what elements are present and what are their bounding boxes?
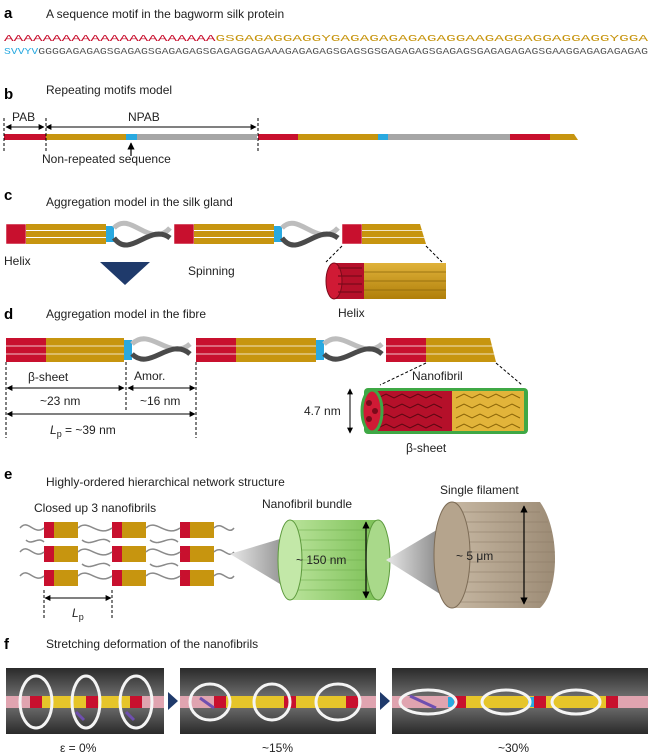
sequence-pab: AAAAAAAAAAAAAAAAAAAAAA — [4, 34, 217, 44]
helix-label-left: Helix — [4, 254, 31, 268]
strain-15-label: ~15% — [262, 741, 293, 755]
d47-label: 4.7 nm — [304, 404, 341, 418]
panel-b-title: Repeating motifs model — [46, 83, 172, 97]
panel-b-label: b — [4, 86, 13, 103]
closed-label: Closed up 3 nanofibrils — [34, 501, 156, 515]
helix-label-right: Helix — [338, 306, 365, 320]
single-filament — [433, 501, 555, 609]
panel-c-label: c — [4, 187, 12, 204]
sequence-spacer: SVVYV — [4, 47, 39, 57]
strain-image-0 — [6, 668, 164, 734]
d16-label: ~16 nm — [140, 394, 180, 408]
d5-label: ~ 5 μm — [456, 549, 493, 563]
panel-f-label: f — [4, 636, 10, 653]
pab-label: PAB — [12, 110, 35, 124]
strain-0-label: ε = 0% — [60, 741, 97, 755]
f-arrow-1 — [168, 692, 178, 710]
sequence-repeat: GGGGAGAGAGSGAGAGSGAGAGAGSGAGAGGAGAAAGAGA… — [38, 47, 648, 57]
bundle-label: Nanofibril bundle — [262, 497, 352, 511]
nanofibril-label: Nanofibril — [412, 369, 463, 383]
strain-image-15 — [180, 668, 376, 734]
panel-a-label: a — [4, 5, 13, 22]
spinning-label: Spinning — [188, 264, 235, 278]
d23-label: ~23 nm — [40, 394, 80, 408]
d-zoom-line-2 — [495, 362, 523, 386]
panel-e-label: e — [4, 466, 12, 483]
f-arrow-2 — [380, 692, 390, 710]
beta-sheet-lower-label: β-sheet — [406, 441, 447, 455]
nanofibril-cylinder — [360, 388, 528, 434]
amor-label: Amor. — [134, 369, 165, 383]
beta-sheet-label: β-sheet — [28, 370, 69, 384]
lp-label: Lp = ~39 nm — [50, 423, 116, 439]
c-zoom-line-2 — [425, 245, 443, 263]
panel-e-title: Highly-ordered hierarchical network stru… — [46, 475, 285, 489]
sequence-npab: GSGAGAGGAGGYGAGAGAGAGAGAGGAAGAGGAGGAGGAG… — [215, 34, 649, 44]
single-label: Single filament — [440, 483, 519, 497]
panel-d-label: d — [4, 306, 13, 323]
cone-2 — [386, 528, 440, 594]
spinning-arrow — [100, 262, 150, 285]
three-nanofibrils — [19, 522, 235, 586]
strain-image-30 — [392, 668, 648, 734]
d-zoom-line-1 — [379, 362, 427, 386]
panel-d-title: Aggregation model in the fibre — [46, 307, 206, 321]
d150-label: ~ 150 nm — [296, 553, 346, 567]
strain-30-label: ~30% — [498, 741, 529, 755]
repeat-bar — [4, 134, 578, 140]
npab-label: NPAB — [128, 110, 160, 124]
panel-a-title: A sequence motif in the bagworm silk pro… — [46, 7, 284, 21]
nonrep-label: Non-repeated sequence — [42, 152, 171, 166]
panel-f-title: Stretching deformation of the nanofibril… — [46, 637, 258, 651]
helix-cylinder — [325, 262, 446, 300]
cone-1 — [230, 536, 290, 590]
e-lp-label: Lp — [72, 606, 84, 622]
panel-c-title: Aggregation model in the silk gland — [46, 195, 233, 209]
fibre-aggregate — [6, 336, 496, 362]
gland-aggregate — [5, 220, 426, 248]
c-zoom-line-1 — [325, 245, 343, 263]
